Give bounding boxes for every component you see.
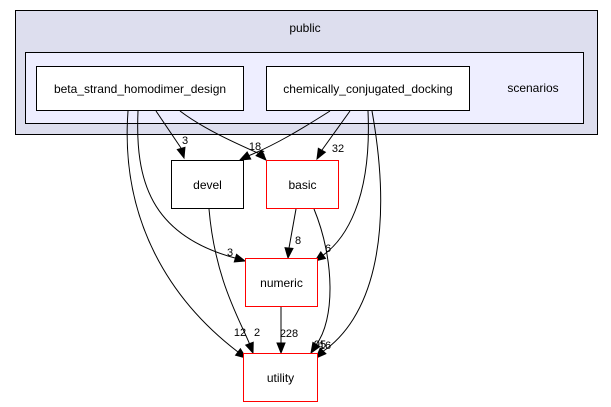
edge-line <box>313 208 331 346</box>
edge-weight-label[interactable]: 16 <box>319 340 331 352</box>
node-beta-strand-homodimer-design[interactable]: beta_strand_homodimer_design <box>36 66 244 111</box>
edge-weight-label[interactable]: 6 <box>259 149 265 161</box>
edge-line <box>321 110 351 151</box>
node-label: numeric <box>260 276 303 290</box>
cluster-scenarios-label[interactable]: scenarios <box>507 81 558 95</box>
edge-weight-label[interactable]: 95 <box>314 339 326 351</box>
node-devel[interactable]: devel <box>171 160 244 209</box>
edge-line <box>247 110 331 157</box>
edge-beta-to-devel[interactable]: 3 <box>155 110 188 160</box>
arrowhead <box>233 253 247 263</box>
edge-weight-label[interactable]: 8 <box>295 235 301 247</box>
edge-beta-to-basic[interactable]: 18 <box>179 110 267 161</box>
edge-beta-to-numeric[interactable]: 3 <box>137 110 247 263</box>
edge-weight-label[interactable]: 3 <box>182 135 188 147</box>
edge-line <box>288 208 297 249</box>
edge-chem-to-utility[interactable]: 16 <box>315 110 382 359</box>
node-label: utility <box>267 371 294 385</box>
node-label: devel <box>193 178 222 192</box>
arrowhead <box>238 151 252 161</box>
edge-chem-to-basic[interactable]: 32 <box>316 110 351 161</box>
arrowhead <box>276 342 286 355</box>
edge-weight-label[interactable]: 228 <box>280 328 298 340</box>
node-chemically-conjugated-docking[interactable]: chemically_conjugated_docking <box>266 66 470 111</box>
arrowhead <box>284 247 294 260</box>
edge-line <box>155 110 182 149</box>
arrowhead <box>244 341 254 355</box>
edge-line <box>126 110 239 353</box>
node-numeric[interactable]: numeric <box>245 258 318 307</box>
arrowhead <box>255 149 267 161</box>
edge-basic-to-numeric[interactable]: 8 <box>284 208 301 260</box>
edge-line <box>208 208 251 346</box>
node-utility[interactable]: utility <box>243 353 318 402</box>
arrowhead <box>315 347 327 359</box>
edge-weight-label[interactable]: 3 <box>227 247 233 259</box>
node-label: basic <box>288 178 316 192</box>
arrowhead <box>310 341 321 355</box>
edge-weight-label[interactable]: 18 <box>249 141 261 153</box>
edge-beta-to-utility[interactable]: 12 <box>126 110 248 359</box>
edge-line <box>137 110 236 259</box>
edge-weight-label[interactable]: 2 <box>254 327 260 339</box>
edge-line <box>321 110 382 353</box>
edge-weight-label[interactable]: 6 <box>325 243 331 255</box>
arrowhead <box>316 147 327 161</box>
edge-numeric-to-utility[interactable]: 228 <box>276 307 298 355</box>
edge-line <box>321 110 369 257</box>
edge-weight-label[interactable]: 32 <box>332 143 344 155</box>
arrowhead <box>176 146 186 160</box>
edge-chem-to-devel[interactable]: 6 <box>238 110 331 161</box>
cluster-public-label: public <box>289 21 320 35</box>
edge-line <box>179 110 261 155</box>
node-basic[interactable]: basic <box>266 160 339 209</box>
edge-basic-to-utility[interactable]: 95 <box>310 208 331 355</box>
node-label: beta_strand_homodimer_design <box>54 82 226 96</box>
node-label: chemically_conjugated_docking <box>283 82 452 96</box>
edge-devel-to-utility[interactable]: 2 <box>208 208 260 355</box>
